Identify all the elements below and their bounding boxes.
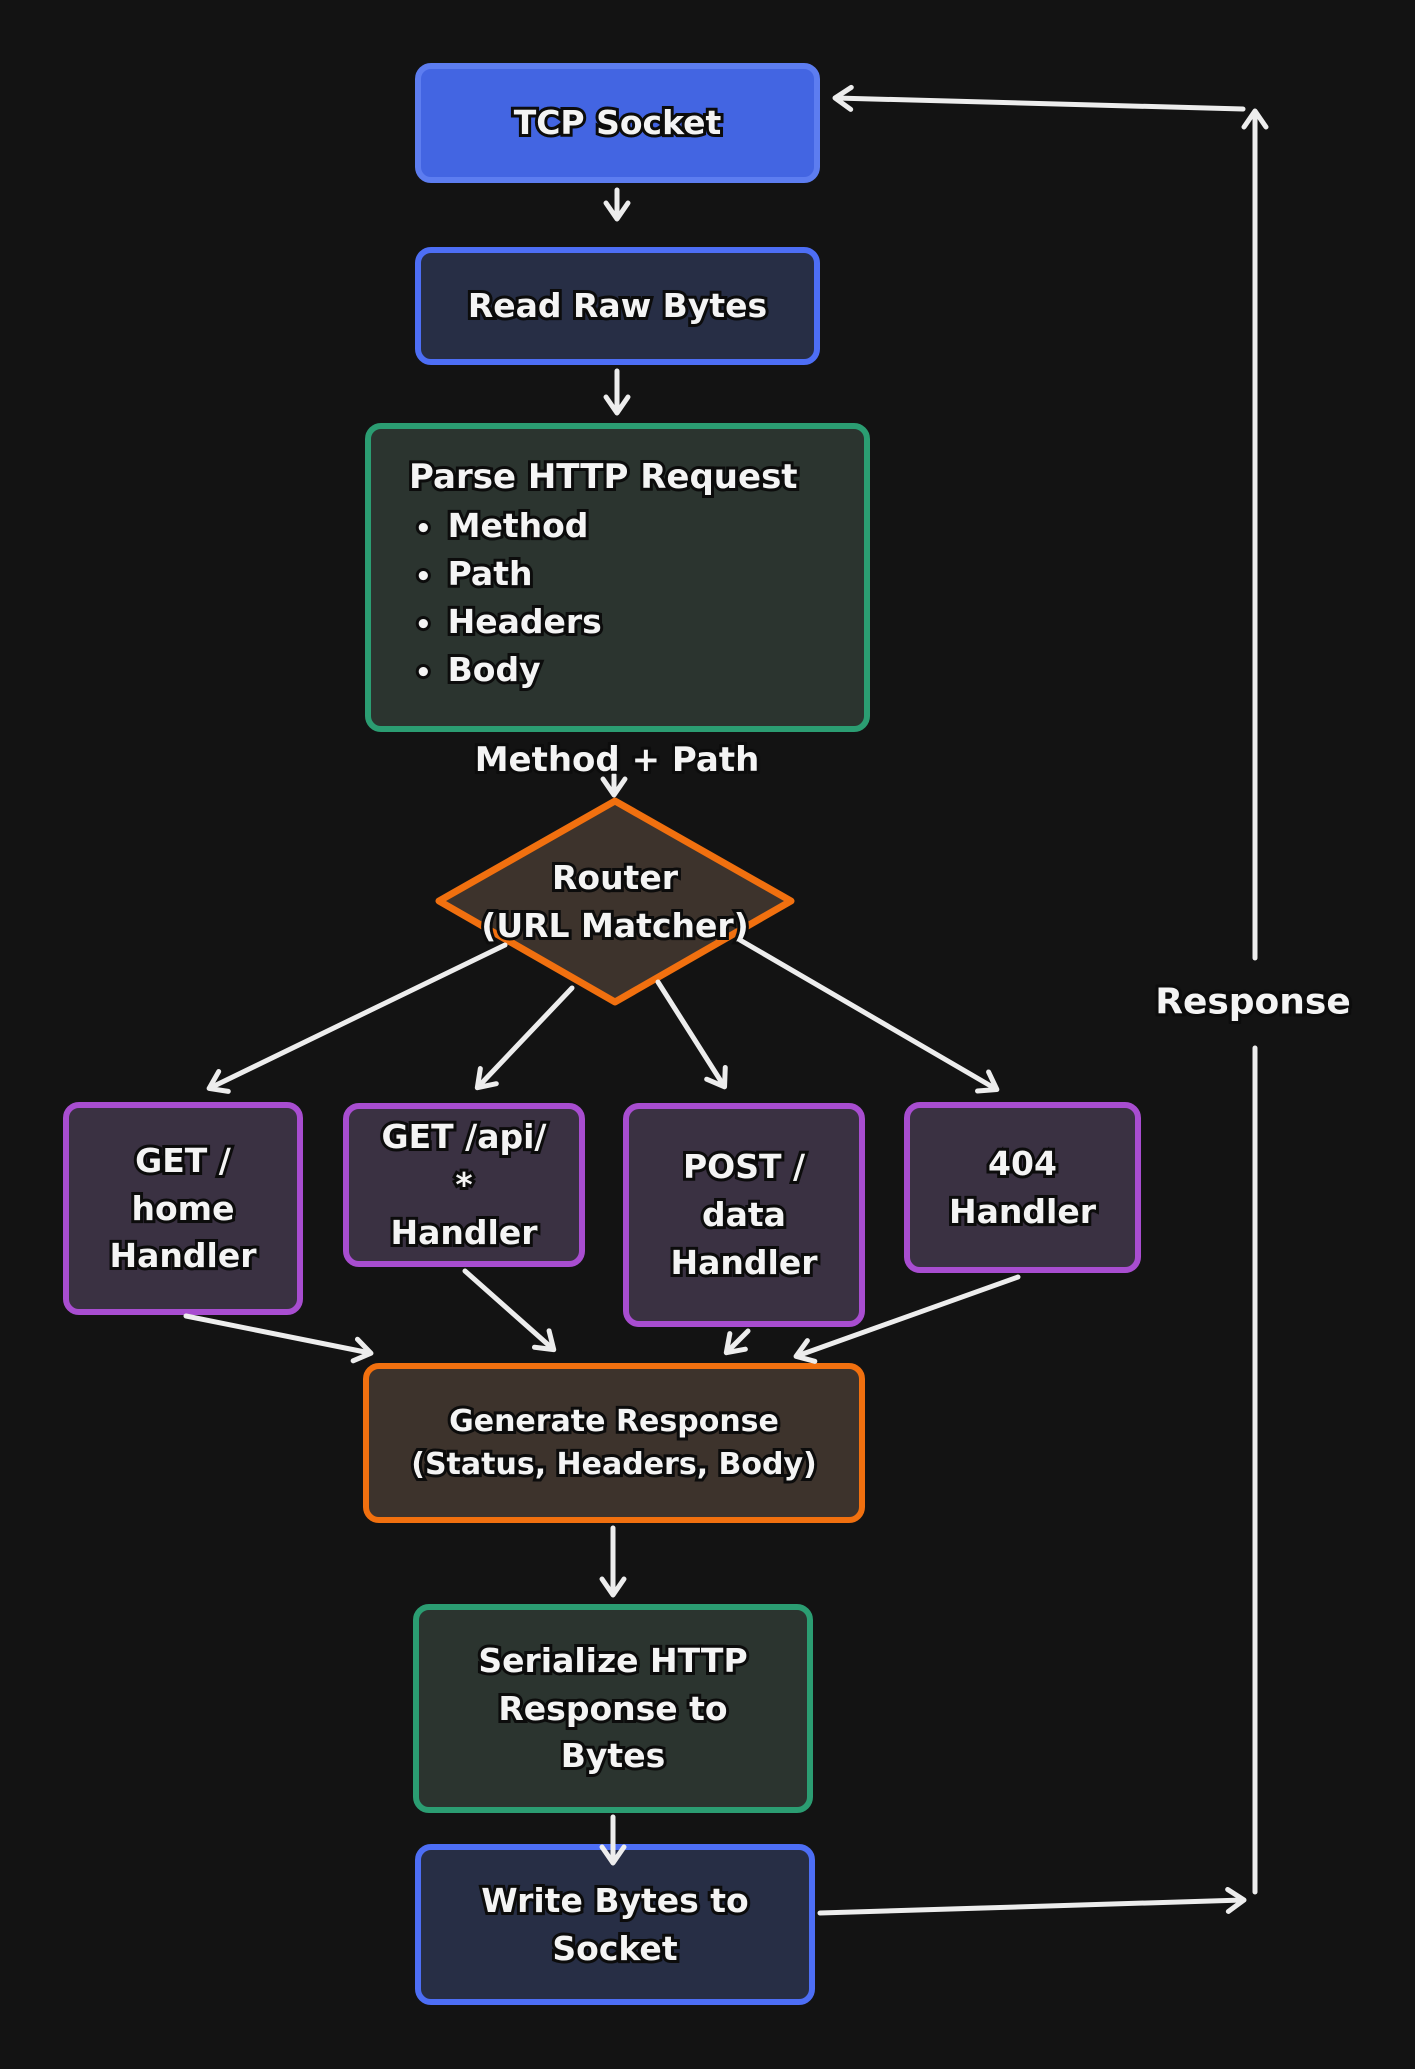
node-parse-http-request: Parse HTTP Request • Method • Path • Hea… [365, 423, 870, 732]
router-diamond-shape [435, 797, 795, 1006]
node-handler-get-home: GET / home Handler [63, 1102, 303, 1315]
bullet-icon: • [412, 511, 434, 547]
edge-api-to-generate [462, 1268, 557, 1353]
bullet-icon: • [412, 607, 434, 643]
handler-404-label: 404 Handler [946, 1141, 1099, 1234]
edge-write-to-response-corner [817, 1886, 1247, 1916]
node-handler-404: 404 Handler [904, 1102, 1141, 1273]
bullet-icon: • [412, 559, 434, 595]
parse-bullet-body-label: Body [445, 647, 544, 692]
node-tcp-socket: TCP Socket [415, 63, 820, 183]
read-raw-bytes-label: Read Raw Bytes [465, 283, 770, 328]
edge-post-to-generate [723, 1328, 751, 1356]
parse-bullet-method: • Method [409, 502, 798, 550]
parse-bullet-body: • Body [409, 646, 798, 694]
handler-get-home-label: GET / home Handler [107, 1138, 260, 1279]
edge-response-to-tcp [832, 84, 1246, 112]
node-handler-post-data: POST / data Handler [623, 1103, 865, 1327]
edge-label-method-path: Method + Path [472, 737, 763, 783]
bullet-icon: • [412, 655, 434, 691]
edge-label-response: Response [1152, 979, 1354, 1026]
node-serialize-response: Serialize HTTP Response to Bytes [413, 1604, 813, 1813]
edge-home-to-generate [183, 1313, 374, 1364]
parse-http-title: Parse HTTP Request [406, 454, 801, 500]
parse-http-content: Parse HTTP Request • Method • Path • Hea… [406, 453, 801, 694]
parse-bullet-headers: • Headers [409, 598, 798, 646]
node-write-bytes-socket: Write Bytes to Socket [415, 1844, 815, 2005]
parse-bullet-path-label: Path [445, 551, 536, 596]
generate-response-label: Generate Response (Status, Headers, Body… [408, 1401, 820, 1486]
node-router-diamond: Router (URL Matcher) [430, 793, 800, 1010]
tcp-socket-label: TCP Socket [511, 100, 725, 145]
node-handler-get-api: GET /api/ * Handler [343, 1103, 585, 1267]
handler-get-api-label: GET /api/ * Handler [379, 1114, 550, 1255]
node-generate-response: Generate Response (Status, Headers, Body… [363, 1363, 865, 1523]
parse-bullet-method-label: Method [445, 503, 592, 548]
parse-bullet-path: • Path [409, 550, 798, 598]
serialize-response-label: Serialize HTTP Response to Bytes [475, 1638, 750, 1779]
node-read-raw-bytes: Read Raw Bytes [415, 247, 820, 365]
write-bytes-socket-label: Write Bytes to Socket [478, 1878, 751, 1971]
handler-post-data-label: POST / data Handler [668, 1144, 821, 1285]
parse-bullet-headers-label: Headers [445, 599, 605, 644]
router-label: Router (URL Matcher) [478, 855, 751, 948]
